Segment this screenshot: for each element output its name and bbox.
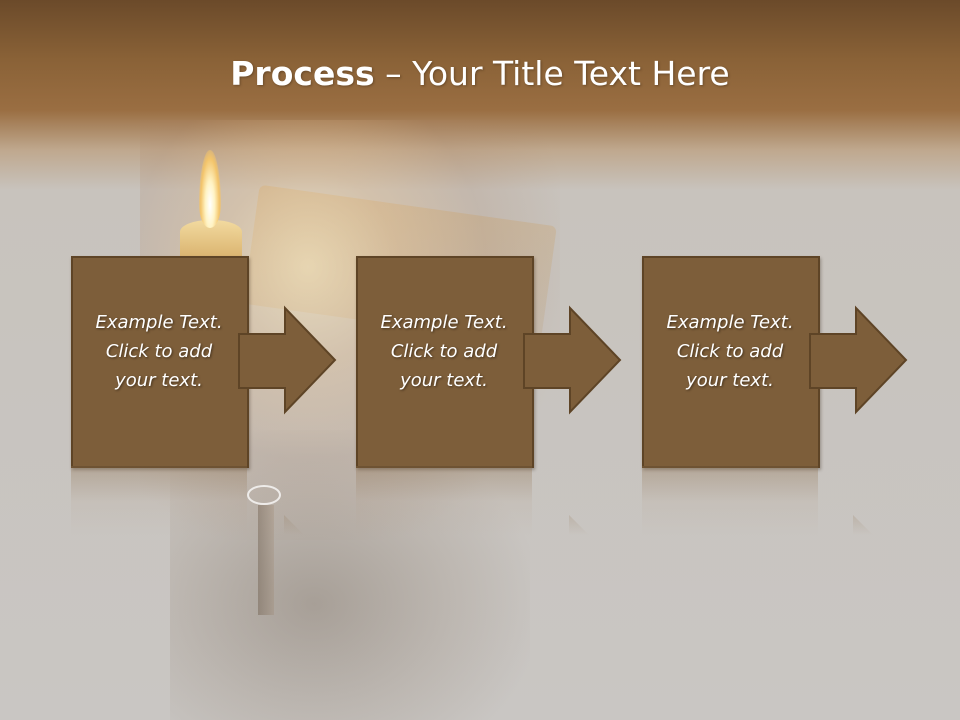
title-rest: Your Title Text Here (412, 54, 730, 93)
step-reflection (642, 466, 818, 536)
step-text-line-1: Example Text. (666, 312, 794, 333)
arrow-right-icon (238, 305, 337, 415)
slide-title[interactable]: Process – Your Title Text Here (0, 52, 960, 96)
background-shadow (170, 430, 530, 720)
process-step-3[interactable]: Example Text. Click to add your text. (642, 256, 908, 468)
step-text-line-3: your text. (686, 370, 774, 391)
step-reflection (356, 466, 532, 536)
step-box[interactable] (642, 256, 820, 468)
step-text[interactable]: Example Text. Click to add your text. (362, 308, 526, 395)
ring-image (247, 485, 281, 505)
step-text-line-2: Click to add (105, 341, 213, 362)
candlestick-image (258, 505, 274, 615)
arrow-right-icon (523, 305, 622, 415)
step-text-line-3: your text. (115, 370, 203, 391)
step-box[interactable] (71, 256, 249, 468)
step-text[interactable]: Example Text. Click to add your text. (648, 308, 812, 395)
flame-image (199, 150, 221, 228)
process-step-2[interactable]: Example Text. Click to add your text. (356, 256, 622, 468)
step-text[interactable]: Example Text. Click to add your text. (77, 308, 241, 395)
step-text-line-1: Example Text. (95, 312, 223, 333)
step-text-line-2: Click to add (390, 341, 498, 362)
arrow-right-icon (809, 305, 908, 415)
title-bold: Process (230, 54, 375, 93)
step-text-line-1: Example Text. (380, 312, 508, 333)
process-step-1[interactable]: Example Text. Click to add your text. (71, 256, 337, 468)
step-text-line-2: Click to add (676, 341, 784, 362)
step-text-line-3: your text. (400, 370, 488, 391)
title-separator: – (374, 54, 413, 93)
step-reflection (71, 466, 247, 536)
